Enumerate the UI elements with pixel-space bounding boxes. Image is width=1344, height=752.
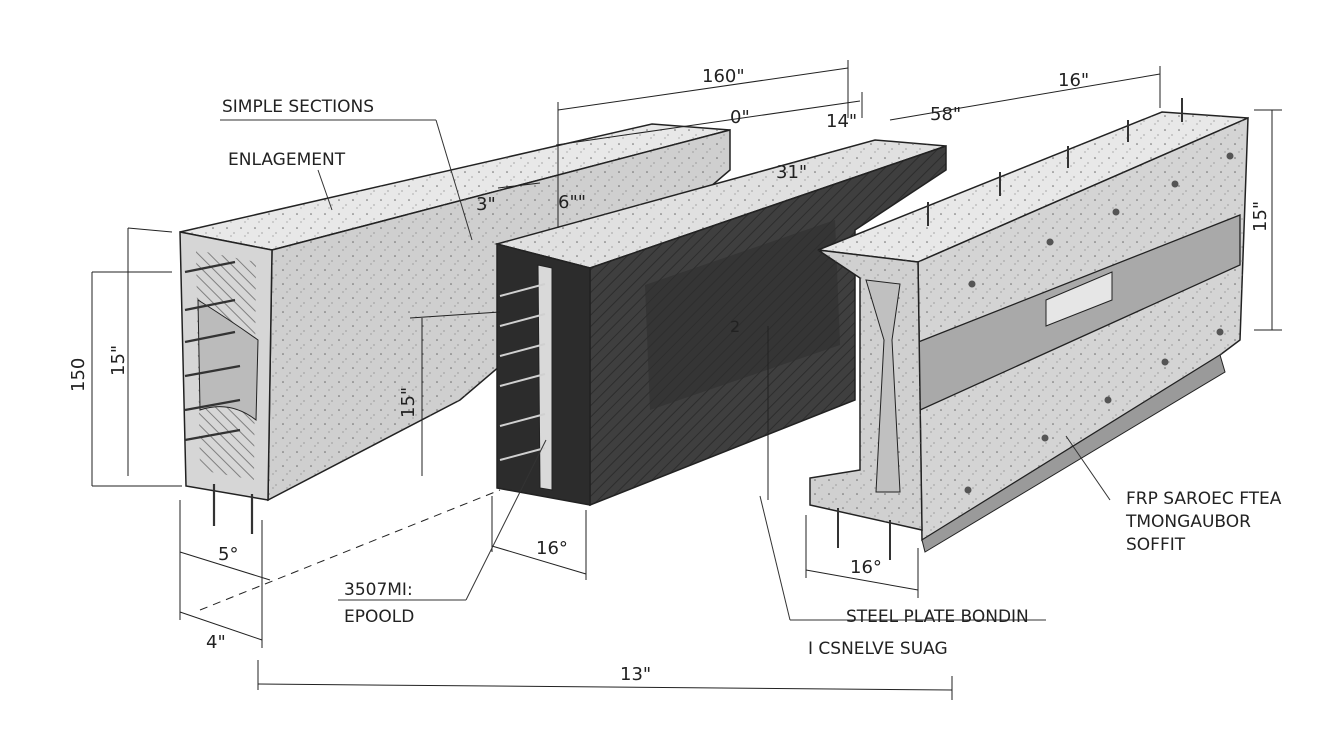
label-enlargement: ENLAGEMENT bbox=[228, 150, 346, 170]
dim-bot-16a: 16° bbox=[536, 538, 568, 559]
dim-left-15: 15" bbox=[108, 345, 129, 376]
dim-mid-31: 31" bbox=[776, 162, 807, 183]
frp-soffit bbox=[921, 354, 1226, 553]
dim-center-15: 15" bbox=[398, 387, 419, 418]
label-epoxy-line2: EPOOLD bbox=[344, 607, 414, 627]
right-beam-frp bbox=[809, 98, 1249, 560]
dim-top-160: 160" bbox=[702, 66, 745, 87]
left-beam-rebar bbox=[184, 260, 254, 534]
dim-mid-3: 3" bbox=[476, 194, 496, 215]
dim-left-150: 150 bbox=[68, 358, 89, 392]
dim-core-2: 2 bbox=[730, 317, 740, 336]
dim-top-58: 58" bbox=[930, 104, 961, 125]
label-frp-line2: TMONGAUBOR bbox=[1125, 512, 1251, 532]
dim-mid-6: 6"" bbox=[558, 192, 586, 213]
dimension-lines bbox=[91, 60, 1282, 700]
label-steel-plate: STEEL PLATE BONDIN bbox=[846, 607, 1029, 627]
bolt-heads bbox=[964, 152, 1234, 494]
label-frp-line1: FRP SAROEC FTEA bbox=[1126, 489, 1282, 509]
label-epoxy-line1: 3507MI: bbox=[344, 580, 413, 600]
dim-top-0: 0" bbox=[730, 107, 750, 128]
label-frp-line3: SOFFIT bbox=[1126, 535, 1186, 555]
dim-top-14: 14" bbox=[826, 111, 857, 132]
shear-anchors bbox=[837, 98, 1183, 560]
center-beam-epoxy bbox=[494, 139, 947, 507]
leader-lines bbox=[220, 119, 1111, 621]
dim-bot-13: 13" bbox=[620, 664, 651, 685]
dim-bot-5: 5° bbox=[218, 544, 238, 565]
dim-right-15: 15" bbox=[1250, 201, 1271, 232]
center-beam-rebar bbox=[499, 283, 546, 461]
dim-bot-16b: 16° bbox=[850, 557, 882, 578]
dim-bot-4: 4" bbox=[206, 632, 226, 653]
dim-top-16: 16" bbox=[1058, 70, 1089, 91]
label-csnelve: I CSNELVE SUAG bbox=[808, 639, 948, 659]
label-simple-sections: SIMPLE SECTIONS bbox=[222, 97, 374, 117]
